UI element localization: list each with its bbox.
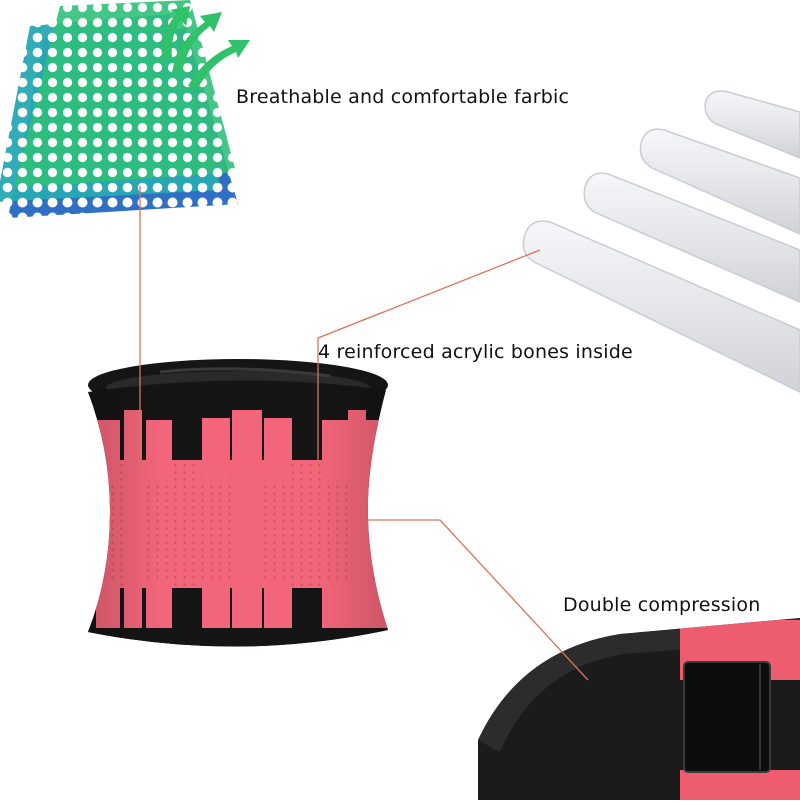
closeup-velcro-patch xyxy=(683,661,771,773)
fabric-mesh-illustration xyxy=(0,0,238,218)
callout-compression: Double compression xyxy=(563,594,761,616)
callout-bones: 4 reinforced acrylic bones inside xyxy=(318,341,633,363)
leader-line-compression xyxy=(368,519,589,681)
acrylic-bone-3 xyxy=(583,172,800,303)
velcro-closure-closeup xyxy=(478,618,800,800)
mesh-layer-green xyxy=(14,0,236,188)
leader-line-bones xyxy=(317,249,541,468)
leader-lines xyxy=(139,186,589,681)
acrylic-bone-1 xyxy=(704,90,800,159)
acrylic-bone-2 xyxy=(639,128,800,235)
acrylic-bones-illustration xyxy=(522,90,800,393)
callout-fabric: Breathable and comfortable farbic xyxy=(236,86,570,108)
waist-trainer-belt xyxy=(88,359,388,647)
airflow-arrows-icon xyxy=(161,6,250,88)
acrylic-bone-4 xyxy=(522,220,800,393)
